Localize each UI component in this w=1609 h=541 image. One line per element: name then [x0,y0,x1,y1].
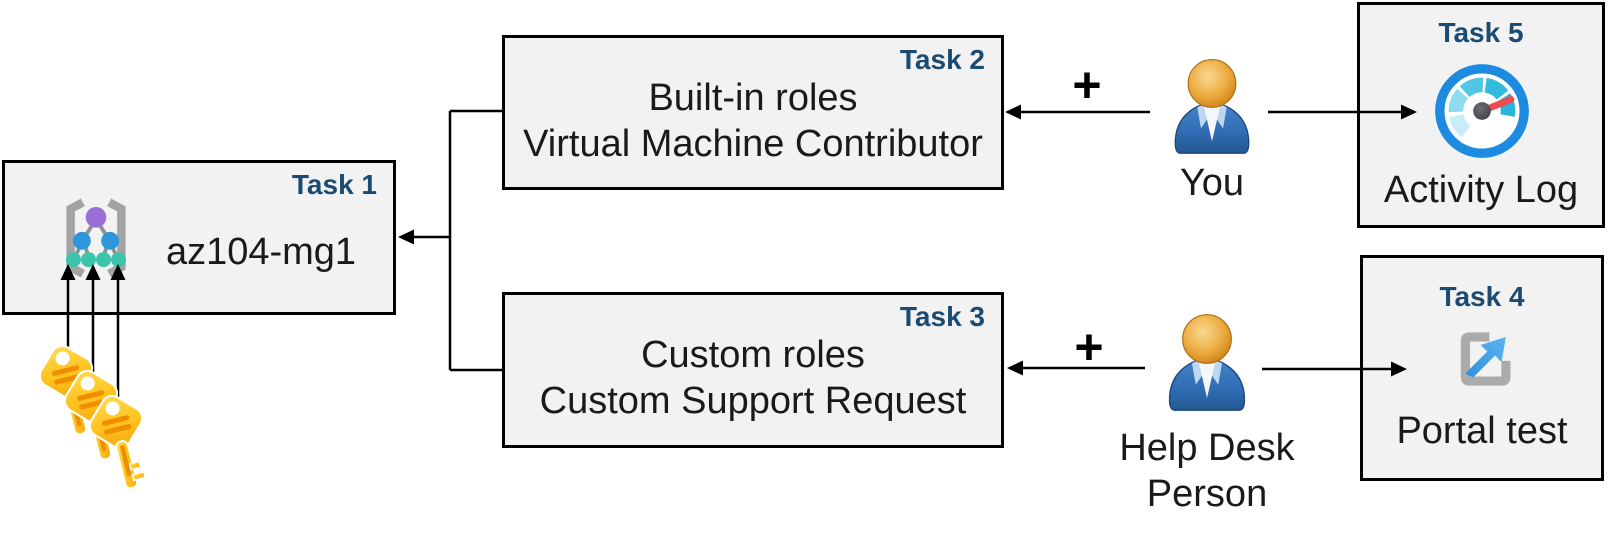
helpdesk-person-icon [1160,310,1254,418]
task3-line1: Custom roles [641,334,865,376]
task3-label: Task 3 [899,301,985,332]
task4-box: Task 4 Portal test [1360,255,1604,481]
plus-sign-top: + [1072,57,1102,113]
task2-label: Task 2 [899,44,985,75]
you-to-task2-arrowhead [1005,104,1021,120]
helpdesk-label-line2: Person [1146,473,1268,515]
task5-label: Task 5 [1438,17,1524,48]
task4-label: Task 4 [1439,281,1525,312]
task4-title: Portal test [1396,410,1568,452]
task2-line2: Virtual Machine Contributor [523,123,983,165]
task3-box: Task 3 Custom roles Custom Support Reque… [502,292,1004,448]
helpdesk-label-line1: Help Desk [1119,427,1295,469]
task5-title: Activity Log [1383,169,1579,211]
task5-box: Task 5 Activity Log [1357,2,1605,228]
access-keys-icon [28,338,198,541]
task2-line1: Built-in roles [648,77,858,119]
task3-line2: Custom Support Request [539,380,967,422]
management-group-icon [49,191,143,290]
portal-external-link-icon [1436,313,1528,410]
task1-title: az104-mg1 [165,231,357,273]
you-label: You [1179,162,1245,204]
you-person-icon [1166,55,1258,161]
helpdesk-to-task3-arrowhead [1007,360,1023,376]
task1-box: Task 1 az104-mg1 [2,160,396,315]
task2-box: Task 2 Built-in roles Virtual Machine Co… [502,35,1004,190]
arrow-to-task1-head [398,229,414,245]
plus-sign-bottom: + [1074,319,1104,375]
helpdesk-label: Help Desk Person [1107,425,1307,517]
activity-log-gauge-icon [1432,61,1532,166]
task1-label: Task 1 [291,169,377,200]
